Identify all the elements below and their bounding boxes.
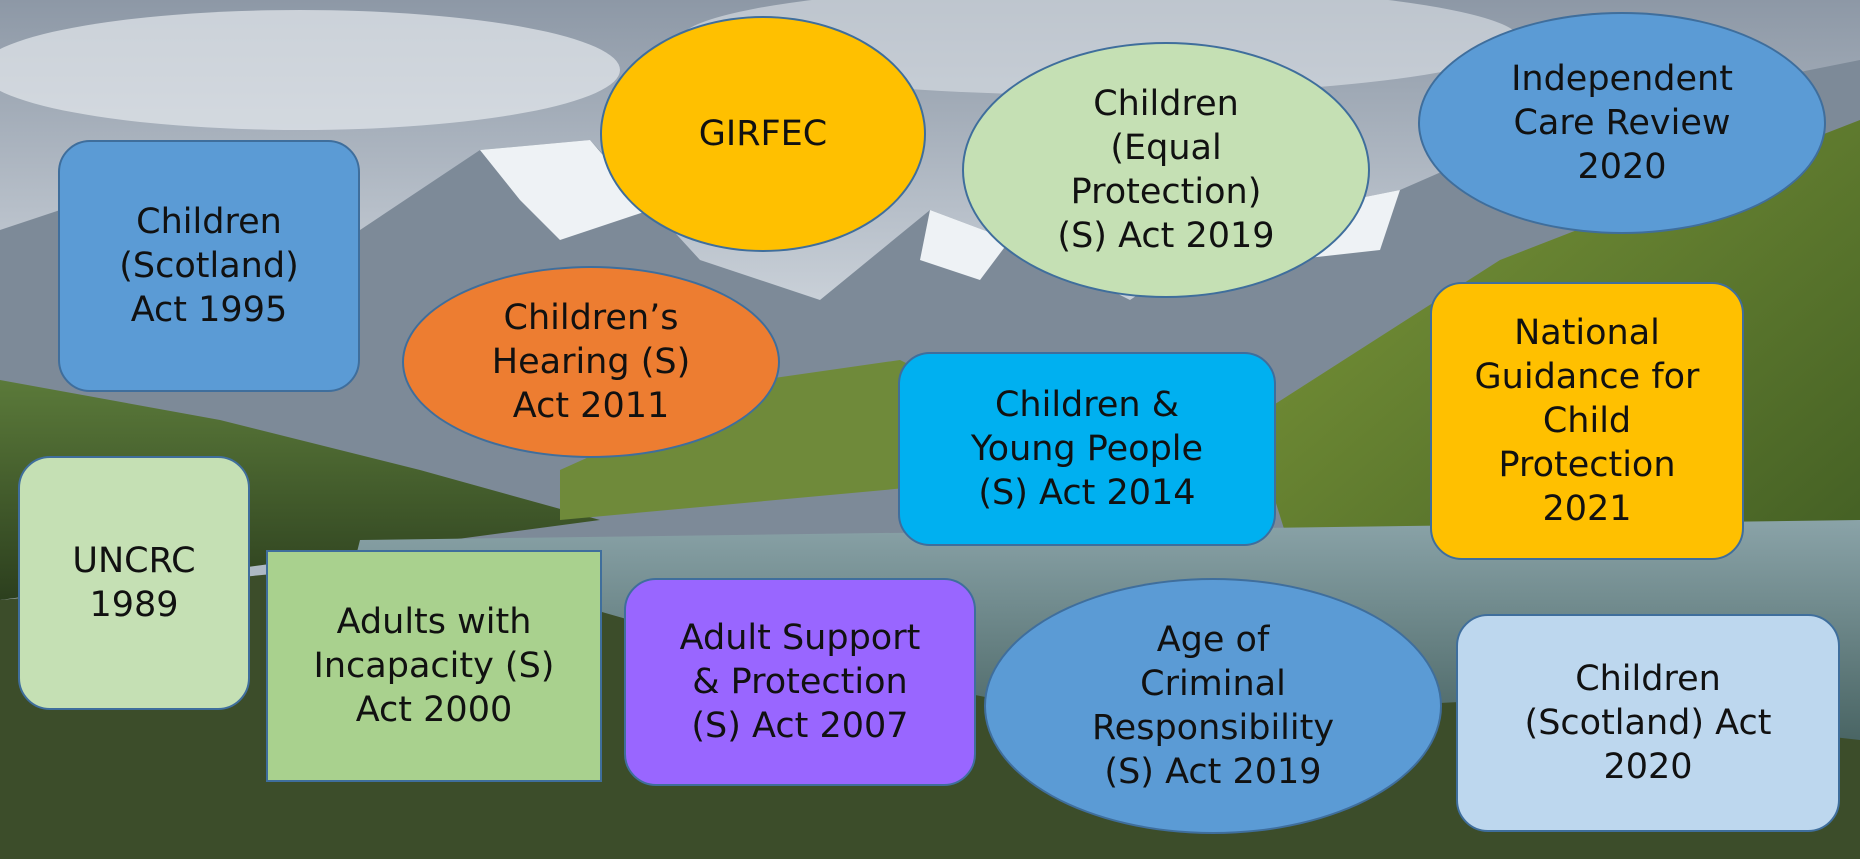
adult-support-node: Adult Support & Protection (S) Act 2007	[624, 578, 976, 786]
children-equal-protection-label: Children (Equal Protection) (S) Act 2019	[1057, 84, 1275, 256]
childrens-hearing-node: Children’s Hearing (S) Act 2011	[402, 266, 780, 458]
adults-incapacity-node: Adults with Incapacity (S) Act 2000	[266, 550, 602, 782]
children-young-people-node: Children & Young People (S) Act 2014	[898, 352, 1276, 546]
children-young-people-label: Children & Young People (S) Act 2014	[970, 385, 1204, 513]
uncrc-node: UNCRC 1989	[18, 456, 250, 710]
children-scotland-2020-label: Children (Scotland) Act 2020	[1524, 659, 1772, 787]
adult-support-label: Adult Support & Protection (S) Act 2007	[679, 618, 921, 746]
childrens-hearing-label: Children’s Hearing (S) Act 2011	[491, 298, 691, 426]
national-guidance-label: National Guidance for Child Protection 2…	[1474, 313, 1700, 529]
adults-incapacity-label: Adults with Incapacity (S) Act 2000	[313, 602, 555, 730]
national-guidance-node: National Guidance for Child Protection 2…	[1430, 282, 1744, 560]
children-equal-protection-node: Children (Equal Protection) (S) Act 2019	[962, 42, 1370, 298]
children-scotland-1995-node: Children (Scotland) Act 1995	[58, 140, 360, 392]
age-criminal-label: Age of Criminal Responsibility (S) Act 2…	[1091, 620, 1335, 792]
age-criminal-node: Age of Criminal Responsibility (S) Act 2…	[984, 578, 1442, 834]
girfec-label: GIRFEC	[698, 114, 828, 154]
uncrc-label: UNCRC 1989	[72, 541, 196, 625]
girfec-node: GIRFEC	[600, 16, 926, 252]
children-scotland-2020-node: Children (Scotland) Act 2020	[1456, 614, 1840, 832]
independent-care-review-label: Independent Care Review 2020	[1511, 59, 1733, 187]
children-scotland-1995-label: Children (Scotland) Act 1995	[119, 202, 299, 330]
independent-care-review-node: Independent Care Review 2020	[1418, 12, 1826, 234]
